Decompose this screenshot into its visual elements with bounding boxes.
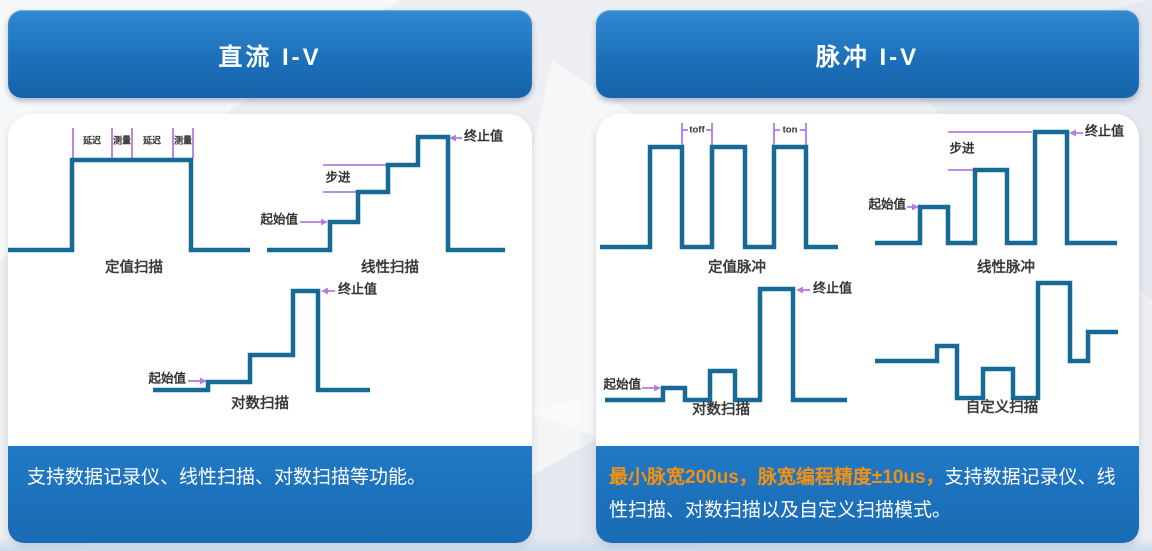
pulse-header-card: 脉冲 I-V	[596, 10, 1139, 98]
waveform-annotation-label: 起始值	[602, 376, 641, 391]
waveform-annotation-label: 起始值	[147, 370, 186, 385]
waveform-annotation-label: 终止值	[1085, 123, 1124, 138]
dc-waveform-diagram: 延迟测量延迟测量定值扫描起始值步进终止值线性扫描起始值终止值对数扫描	[8, 114, 532, 446]
waveform-annotation-label: 测量	[174, 134, 192, 145]
footer-text-segment: 支持数据记录仪、线性扫描、对数扫描以及自定义扫描模式。	[609, 467, 1116, 521]
waveform-caption: 线性脉冲	[977, 258, 1035, 276]
waveform-annotation-label: 终止值	[813, 280, 852, 295]
waveform-caption: 定值扫描	[105, 258, 163, 276]
waveform-annotation-label: 起始值	[259, 211, 298, 226]
waveform-caption: 对数扫描	[692, 400, 750, 418]
waveform-annotation-label: 起始值	[867, 196, 906, 211]
waveform-annotation-label: 步进	[949, 140, 975, 155]
dc-column: 直流 I-V 延迟测量延迟测量定值扫描起始值步进终止值线性扫描起始值终止值对数扫…	[8, 10, 532, 543]
dc-header-card: 直流 I-V	[8, 10, 532, 98]
waveform-annotation-label: 终止值	[338, 281, 377, 296]
waveform-annotation-label: 步进	[325, 169, 351, 184]
footer-text-segment: 最小脉宽200us，脉宽编程精度±10us，	[609, 467, 945, 488]
pulse-header-title: 脉冲 I-V	[815, 43, 920, 71]
waveform-annotation-label: 终止值	[464, 128, 503, 143]
dc-content-card: 延迟测量延迟测量定值扫描起始值步进终止值线性扫描起始值终止值对数扫描 支持数据记…	[8, 114, 532, 543]
waveform-caption: 线性扫描	[361, 258, 419, 276]
pulse-footer-bar: 最小脉宽200us，脉宽编程精度±10us，支持数据记录仪、线性扫描、对数扫描以…	[596, 446, 1139, 543]
waveform-caption: 自定义扫描	[966, 398, 1039, 416]
waveform-annotation-label: 测量	[113, 134, 131, 145]
dc-header-title: 直流 I-V	[218, 43, 322, 71]
dc-footer-bar: 支持数据记录仪、线性扫描、对数扫描等功能。	[8, 446, 532, 543]
waveform-caption: 定值脉冲	[708, 258, 766, 276]
footer-text-segment: 支持数据记录仪、线性扫描、对数扫描等功能。	[27, 467, 427, 488]
waveform-annotation-label: 延迟	[142, 134, 161, 145]
waveform-annotation-label: 延迟	[82, 134, 101, 145]
waveform-annotation-label: toff	[689, 125, 705, 136]
waveform-caption: 对数扫描	[231, 394, 289, 412]
waveform-annotation-label: ton	[783, 125, 798, 136]
